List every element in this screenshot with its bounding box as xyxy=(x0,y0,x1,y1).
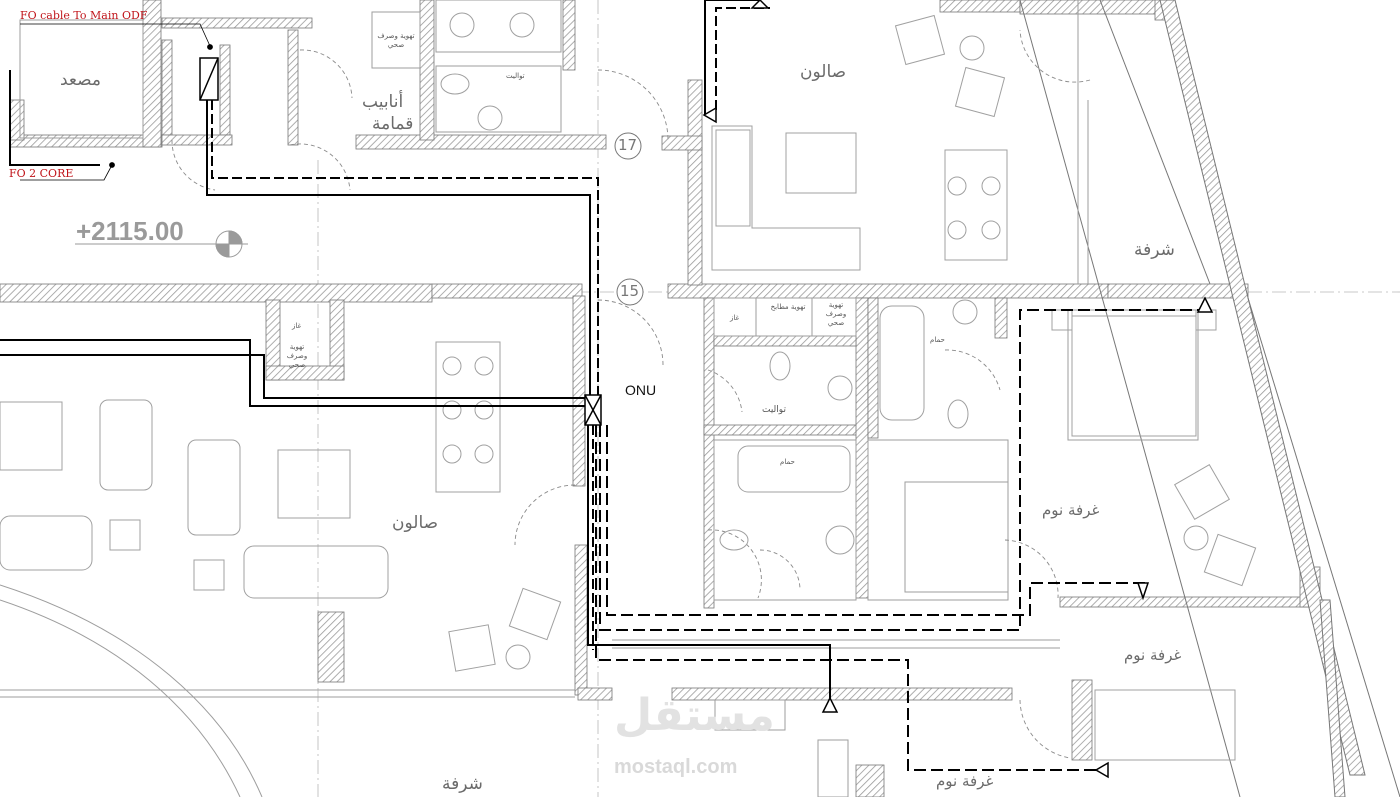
bedroom-2-label: غرفة نوم xyxy=(1124,646,1182,664)
odf-box xyxy=(199,57,219,101)
bath-right-label: حمام xyxy=(930,336,945,344)
fiber-cable-routes xyxy=(0,0,1205,771)
fo-main-odf-label: FO cable To Main ODF xyxy=(20,9,148,22)
toilet-mid-label: تواليت xyxy=(762,405,786,415)
gas-left-label: غاز xyxy=(292,322,302,330)
pipes-label-2: قمامة xyxy=(372,114,414,134)
bath-mid-label: حمام xyxy=(780,458,795,466)
bedroom-3-label: غرفة نوم xyxy=(936,772,994,790)
door-swings xyxy=(171,29,1091,759)
thin-lines xyxy=(0,0,1199,797)
axis-15-label: 15 xyxy=(620,282,640,300)
elevation-label: +2115.00 xyxy=(76,216,184,246)
onu-box xyxy=(584,394,602,426)
salon-top-label: صالون xyxy=(800,62,847,82)
annotation-leaders xyxy=(20,23,213,181)
fo-2-core-label: FO 2 CORE xyxy=(9,167,74,180)
walls xyxy=(0,0,1321,797)
ventilation-left-label: تهوية وصرف صحي xyxy=(286,343,308,369)
ventilation-top-label: تهوية وصرف صحي xyxy=(377,32,415,49)
ventilation-mid-label: تهوية وصرف صحي xyxy=(825,301,847,327)
watermark-url: mostaql.com xyxy=(614,756,738,778)
furniture xyxy=(0,12,1257,761)
toilet-top-label: تواليت xyxy=(506,72,525,80)
balcony-walls xyxy=(1019,0,1400,797)
onu-label: ONU xyxy=(625,382,657,398)
balcony-bottom-label: شرفة xyxy=(442,774,483,794)
balcony-right-label: شرفة xyxy=(1134,240,1175,260)
terminal-arrows xyxy=(702,0,1214,779)
elevation-marker xyxy=(75,230,248,258)
ventilation-kitchen-label: تهوية مطابخ xyxy=(770,303,806,311)
axis-17-label: 17 xyxy=(618,136,638,154)
watermark-logo: مستقل xyxy=(614,690,775,741)
axis-bubbles xyxy=(614,132,644,306)
bedroom-1-label: غرفة نوم xyxy=(1042,501,1100,519)
salon-main-label: صالون xyxy=(392,513,439,533)
pipes-label-1: أنابيب xyxy=(362,92,404,112)
gas-mid-label: غاز xyxy=(730,314,740,322)
elevator-label: مصعد xyxy=(60,70,101,90)
